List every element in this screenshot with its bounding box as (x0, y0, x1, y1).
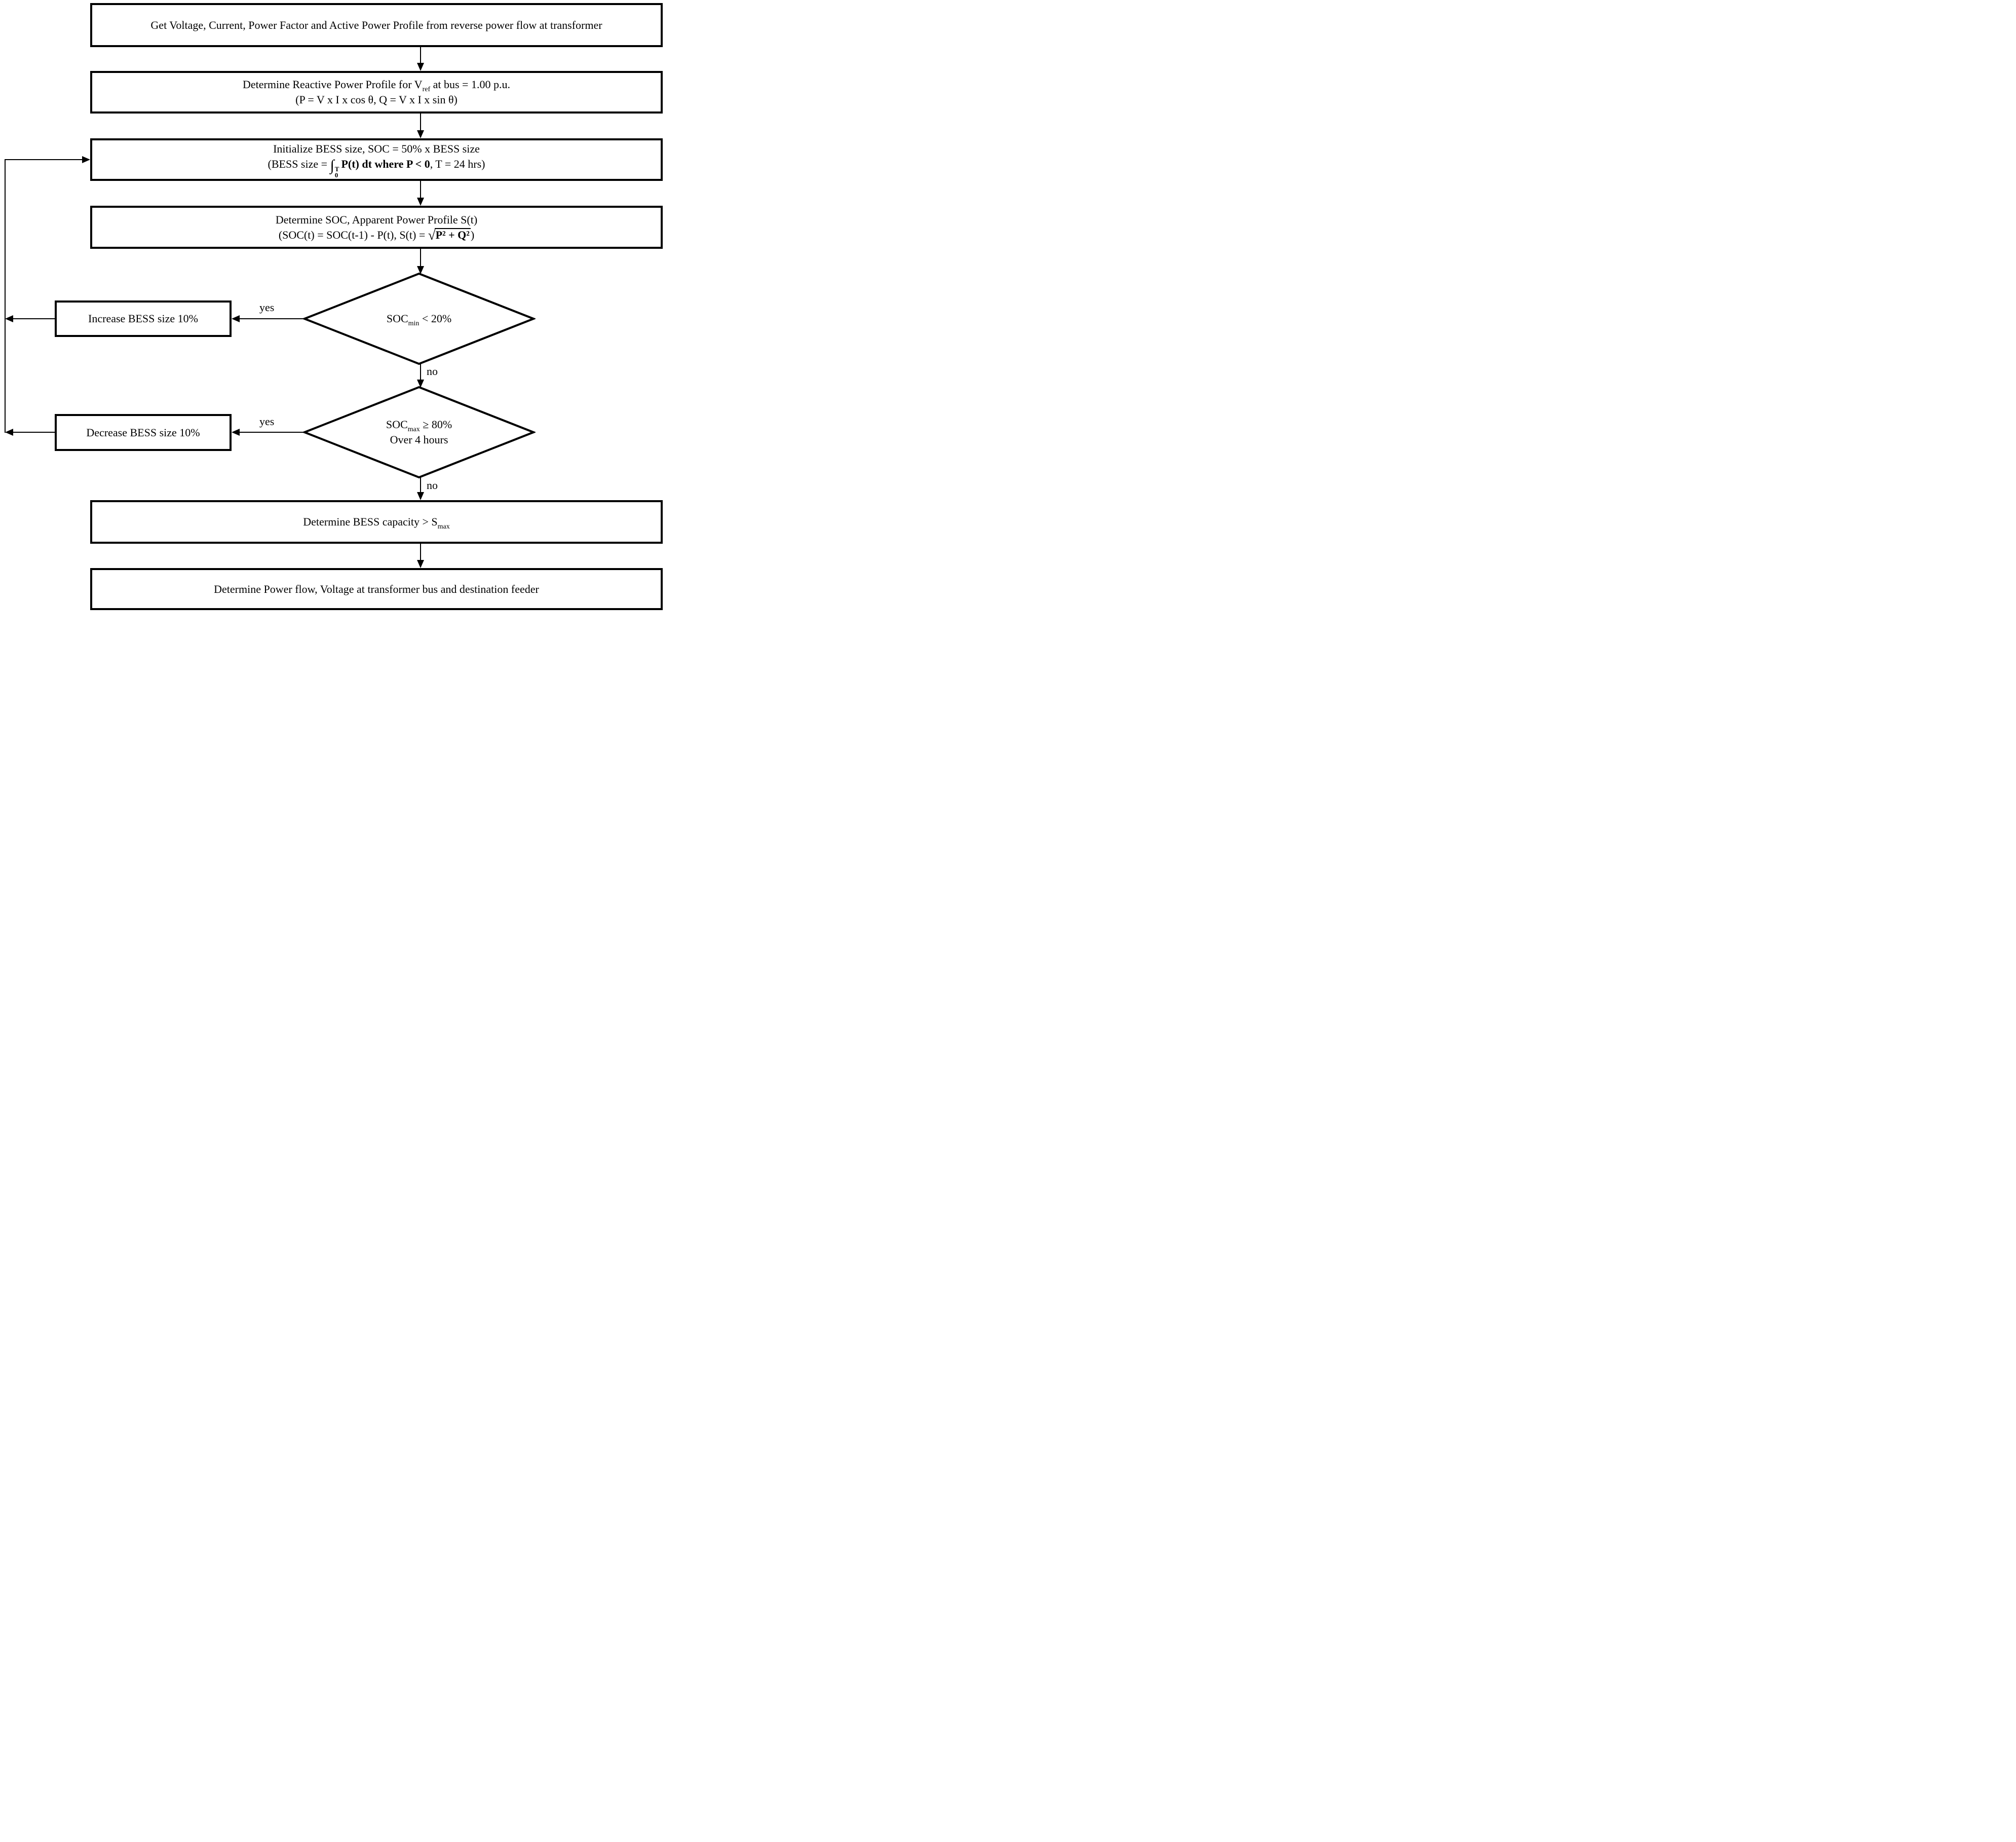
connector-line (420, 181, 421, 198)
arrowhead-down-icon (417, 130, 424, 138)
connector-line (420, 364, 421, 380)
decision-soc-min: SOCmin < 20% (302, 272, 536, 366)
process-power-flow: Determine Power flow, Voltage at transfo… (90, 568, 663, 610)
node-text-line: Get Voltage, Current, Power Factor and A… (150, 18, 602, 31)
node-text-line: Increase BESS size 10% (88, 312, 198, 325)
connector-line (420, 249, 421, 266)
arrowhead-left-icon (232, 315, 240, 322)
arrowhead-down-icon (417, 198, 424, 206)
connector-line (239, 318, 306, 319)
node-text-line: Decrease BESS size 10% (86, 426, 200, 439)
edge-label-yes: yes (259, 301, 275, 314)
arrowhead-down-icon (417, 63, 424, 71)
node-text-line: Initialize BESS size, SOC = 50% x BESS s… (273, 142, 480, 155)
arrowhead-down-icon (417, 266, 424, 274)
node-text-line: Determine BESS capacity > Smax (303, 515, 450, 531)
connector-line (12, 432, 55, 433)
edge-label-yes: yes (259, 415, 275, 428)
node-text-line: SOCmax ≥ 80% (386, 418, 452, 433)
node-text-line: Determine Reactive Power Profile for Vre… (243, 78, 510, 93)
feedback-rail-line (5, 159, 6, 433)
decision-soc-min-text: SOCmin < 20% (302, 272, 536, 366)
arrowhead-left-icon (5, 429, 13, 436)
decision-soc-max-text: SOCmax ≥ 80%Over 4 hours (302, 385, 536, 479)
connector-line (420, 114, 421, 130)
node-text-line: (SOC(t) = SOC(t-1) - P(t), S(t) = √P² + … (278, 227, 475, 243)
arrowhead-left-icon (5, 315, 13, 322)
process-get-profiles: Get Voltage, Current, Power Factor and A… (90, 3, 663, 47)
arrowhead-down-icon (417, 492, 424, 500)
connector-line (239, 432, 305, 433)
node-text-line: (P = V x I x cos θ, Q = V x I x sin θ) (295, 93, 458, 106)
edge-label-no: no (427, 365, 438, 378)
diamond-shape (302, 272, 536, 365)
arrowhead-left-icon (232, 429, 240, 436)
process-bess-capacity: Determine BESS capacity > Smax (90, 500, 663, 544)
node-text-line: SOCmin < 20% (386, 312, 452, 327)
process-decrease-bess: Decrease BESS size 10% (55, 414, 232, 451)
node-text-line: Over 4 hours (390, 433, 448, 446)
node-text-line: Determine Power flow, Voltage at transfo… (214, 582, 539, 595)
arrowhead-down-icon (417, 560, 424, 568)
connector-line (420, 544, 421, 560)
connector-line (5, 159, 82, 160)
flowchart-canvas: Get Voltage, Current, Power Factor and A… (0, 0, 672, 614)
diamond-shape (302, 386, 536, 479)
process-reactive-power: Determine Reactive Power Profile for Vre… (90, 71, 663, 114)
edge-label-no: no (427, 479, 438, 492)
process-determine-soc: Determine SOC, Apparent Power Profile S(… (90, 206, 663, 249)
connector-line (420, 477, 421, 492)
process-init-bess: Initialize BESS size, SOC = 50% x BESS s… (90, 138, 663, 181)
node-text-line: Determine SOC, Apparent Power Profile S(… (275, 213, 478, 226)
process-increase-bess: Increase BESS size 10% (55, 300, 232, 337)
connector-line (12, 318, 55, 319)
decision-soc-max: SOCmax ≥ 80%Over 4 hours (302, 385, 536, 479)
arrowhead-right-icon (82, 156, 90, 163)
connector-line (420, 47, 421, 63)
arrowhead-down-icon (417, 380, 424, 388)
